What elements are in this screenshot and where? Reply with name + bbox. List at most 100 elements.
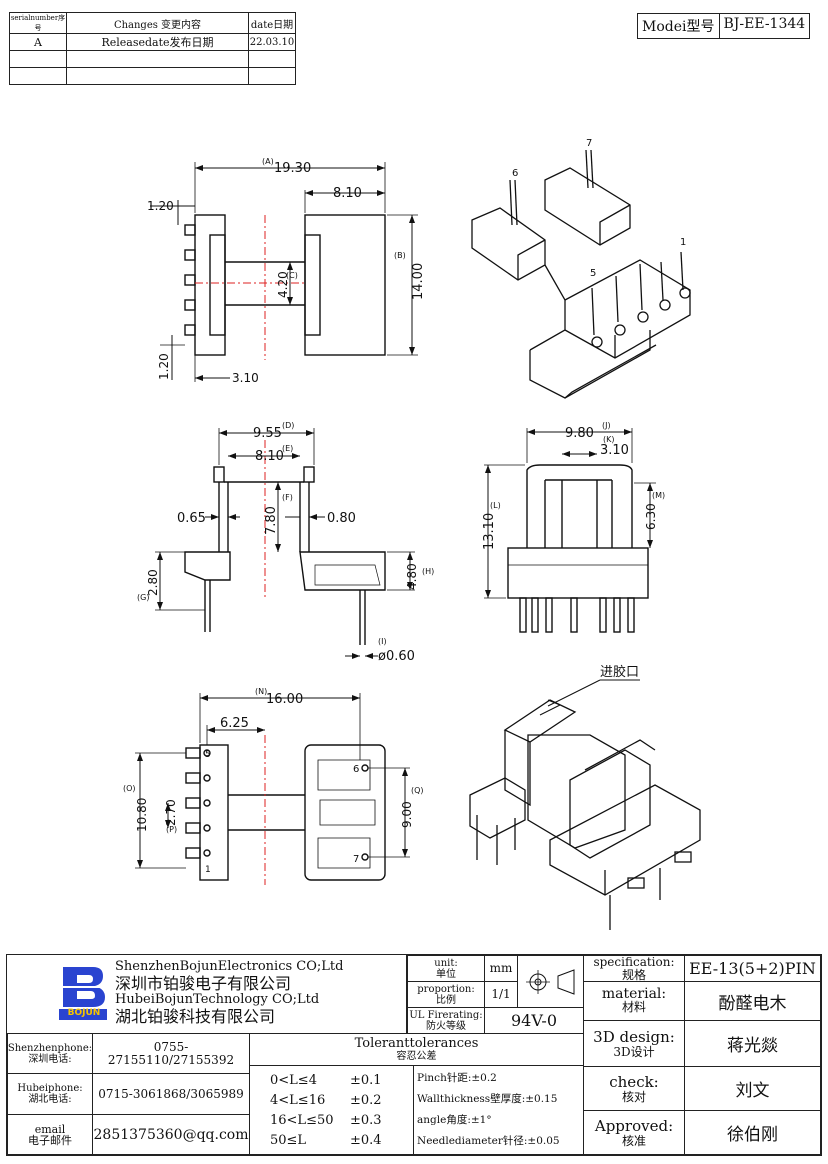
em-label-cn: 电子邮件 — [28, 1133, 72, 1147]
dim-o: 10.80 — [135, 798, 149, 832]
tol-range: 0<L≤4 — [270, 1073, 317, 1088]
tol-value: ±0.2 — [350, 1093, 382, 1108]
spec-label-en: specification: — [593, 954, 675, 969]
tol-range: 4<L≤16 — [270, 1093, 326, 1108]
tol-range-col: 0<L≤4 4<L≤16 16<L≤50 50≤L — [270, 1071, 334, 1151]
prop-label-en: proportion: — [417, 983, 475, 995]
hb-label-en: Hubeiphone: — [17, 1083, 83, 1094]
prop-label-cn: 比例 — [436, 994, 456, 1006]
sz-label-en: Shenzhenphone: — [7, 1042, 93, 1054]
company-cn-2: 湖北铂骏科技有限公司 — [115, 1007, 276, 1026]
tolerance-notes: Pinch针距:±0.2 Wallthickness壁厚度:±0.15 angl… — [413, 1065, 584, 1155]
dim-q: 9.00 — [400, 801, 414, 828]
appr-label-en: Approved: — [594, 1117, 674, 1135]
dim-b: 14.00 — [411, 263, 426, 300]
design-value: 蒋光燚 — [684, 1020, 821, 1067]
view-top-left — [150, 162, 418, 382]
dim-label-i: (I) — [378, 637, 387, 646]
dim-label-a: (A) — [262, 157, 274, 166]
material-value: 酚醛电木 — [684, 981, 821, 1021]
dim-c: 4.20 — [276, 271, 290, 298]
dim-j: 9.80 — [565, 426, 594, 441]
dim-label-m: (M) — [652, 491, 665, 500]
tol-value: ±0.4 — [350, 1133, 382, 1148]
email-value: 2851375360@qq.com — [92, 1114, 250, 1155]
tol-range: 50≤L — [270, 1133, 307, 1148]
logo-text: BOJUN — [67, 1008, 101, 1018]
proportion-label: proportion:比例 — [407, 981, 485, 1008]
dim-top-810: 8.10 — [333, 186, 362, 201]
dim-label-f: (F) — [282, 493, 293, 502]
dim-k: 3.10 — [600, 443, 629, 458]
tol-value: ±0.1 — [350, 1073, 382, 1088]
dim-h: 4.80 — [405, 563, 419, 590]
pin-label-7-iso: 7 — [586, 138, 592, 149]
dim-080: 0.80 — [327, 511, 356, 526]
view-iso-bottom — [469, 679, 701, 930]
dim-label-h: (H) — [422, 567, 434, 576]
dim-l: 13.10 — [482, 513, 497, 550]
check-value: 刘文 — [684, 1066, 821, 1111]
company-en-2: HubeiBojunTechnology CO;Ltd — [115, 992, 320, 1007]
tol-pitch: Pinch针距:±0.2 — [417, 1072, 497, 1084]
rev-cell — [248, 67, 296, 85]
dim-label-j: (J) — [602, 421, 611, 430]
mat-label-en: material: — [601, 986, 667, 1002]
dim-m: 6.30 — [644, 503, 658, 530]
dim-g: 2.80 — [146, 569, 160, 596]
pin-label-1-bottom: 1 — [205, 865, 211, 875]
projection-icon — [526, 969, 575, 995]
dim-625: 6.25 — [220, 716, 249, 731]
company-cn-1: 深圳市铂骏电子有限公司 — [115, 974, 292, 993]
proportion-value: 1/1 — [484, 981, 518, 1008]
tol-header-en: Toleranttolerances — [354, 1036, 479, 1051]
hb-phone-value: 0715-3061868/3065989 — [92, 1073, 250, 1115]
ul-value: 94V-0 — [484, 1007, 584, 1034]
ul-label: UL Firerating:防火等级 — [407, 1007, 485, 1034]
pin-label-1-iso: 1 — [680, 237, 686, 248]
check-label-en: check: — [609, 1073, 659, 1091]
dim-label-b: (B) — [394, 251, 406, 260]
sz-phone-value: 0755-27155110/27155392 — [92, 1033, 250, 1074]
tol-needle: Needlediameter针径:±0.05 — [417, 1135, 560, 1147]
dim-120-bottom: 1.20 — [157, 353, 171, 380]
dim-label-l: (L) — [490, 501, 501, 510]
dim-label-e: (E) — [282, 444, 293, 453]
view-side-right — [484, 428, 656, 633]
unit-label: unit:单位 — [407, 955, 485, 982]
pin-label-5-bottom: 5 — [205, 750, 211, 760]
dim-f: 7.80 — [264, 506, 279, 535]
dim-a: 19.30 — [274, 161, 311, 176]
unit-label-cn: 单位 — [436, 968, 456, 980]
dim-i: ø0.60 — [378, 649, 415, 664]
projection-symbol — [517, 955, 584, 1008]
tol-value-col: ±0.1 ±0.2 ±0.3 ±0.4 — [350, 1071, 382, 1151]
title-block: BOJUN ShenzhenBojunElectronics CO;Ltd 深圳… — [6, 954, 822, 1156]
tolerance-ranges: 0<L≤4 4<L≤16 16<L≤50 50≤L ±0.1 ±0.2 ±0.3… — [249, 1065, 414, 1155]
dim-label-k: (K) — [603, 435, 615, 444]
check-label: check:核对 — [583, 1066, 685, 1111]
spec-value: EE-13(5+2)PIN — [684, 955, 821, 982]
unit-label-en: unit: — [434, 957, 458, 969]
check-label-cn: 核对 — [621, 1090, 646, 1104]
dim-e: 8.10 — [255, 449, 284, 464]
approved-label: Approved:核准 — [583, 1110, 685, 1155]
view-front-left — [155, 428, 415, 659]
dim-label-d: (D) — [282, 421, 294, 430]
rev-cell: Releasedate发布日期 — [66, 33, 249, 51]
view-bottom-left — [135, 693, 410, 885]
dim-label-q: (Q) — [411, 786, 424, 795]
appr-label-cn: 核准 — [621, 1134, 646, 1148]
dim-label-o: (O) — [123, 784, 136, 793]
ul-label-cn: 防火等级 — [426, 1020, 466, 1032]
design-label: 3D design:3D设计 — [583, 1020, 685, 1067]
pin-label-5-iso: 5 — [590, 268, 596, 279]
em-label-en: email — [34, 1122, 66, 1136]
model-label: Modei型号 — [638, 14, 720, 38]
sz-label-cn: 深圳电话: — [28, 1053, 72, 1065]
bojun-logo-icon — [59, 967, 107, 1020]
model-box: Modei型号 BJ-EE-1344 — [637, 13, 811, 39]
dim-p-val: 2.70 — [164, 799, 178, 826]
tol-value: ±0.3 — [350, 1113, 382, 1128]
gate-label: 进胶口 — [600, 664, 639, 680]
